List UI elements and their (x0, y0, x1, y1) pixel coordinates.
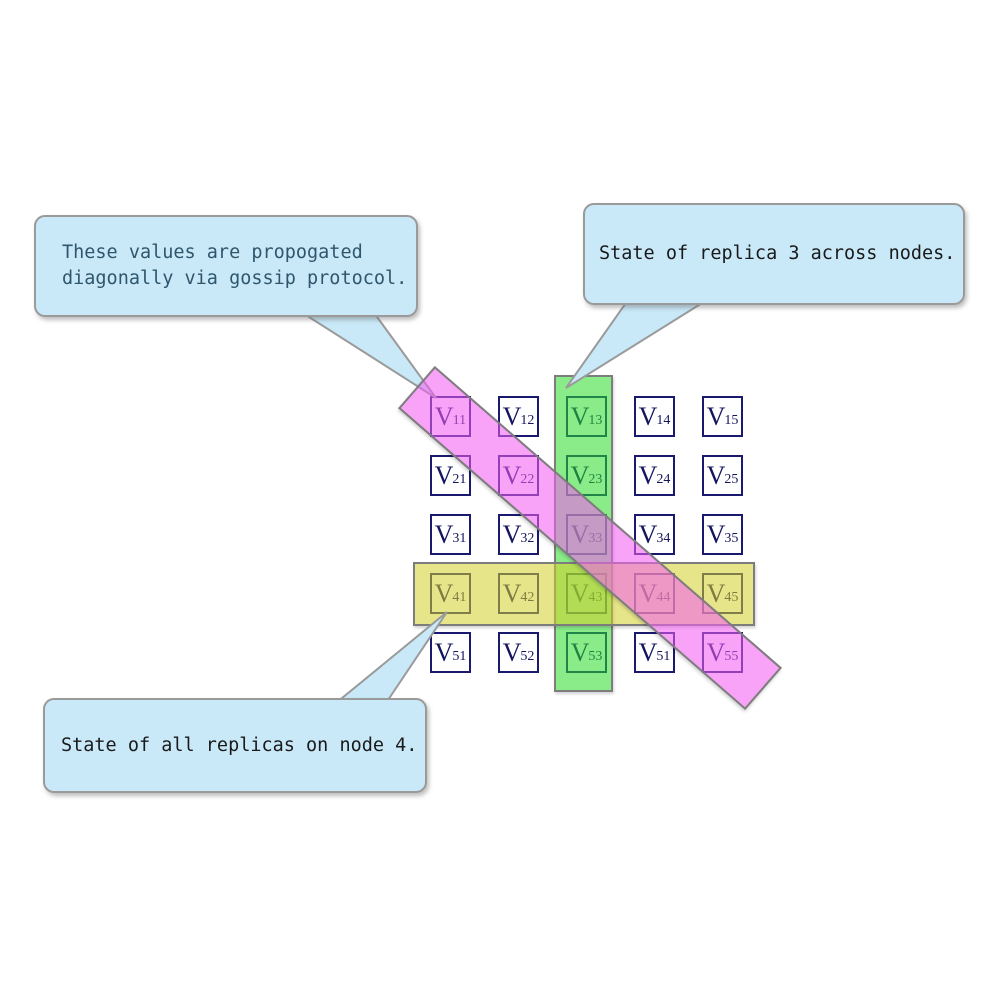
node4-callout: State of all replicas on node 4. (43, 698, 427, 793)
cell-symbol: V (706, 401, 726, 431)
cell-subscript: 34 (656, 530, 671, 546)
replica3-callout: State of replica 3 across nodes. (583, 203, 965, 305)
callout-text-line: These values are propogated (62, 242, 363, 263)
callout-text-line: State of all replicas on node 4. (61, 734, 418, 756)
cell-symbol: V (502, 519, 522, 549)
cell-symbol: V (502, 637, 522, 667)
cell-symbol: V (434, 637, 454, 667)
cell-subscript: 15 (724, 412, 739, 428)
cell-symbol: V (638, 401, 658, 431)
cell-subscript: 14 (656, 412, 671, 428)
cell-subscript: 35 (724, 530, 739, 546)
cell-subscript: 51 (656, 648, 671, 664)
gossip-callout: These values are propogated diagonally vi… (34, 215, 418, 317)
cell-symbol: V (706, 519, 726, 549)
cell-symbol: V (638, 460, 658, 490)
callout-text-line: State of replica 3 across nodes. (599, 243, 956, 264)
cell-subscript: 51 (452, 648, 467, 664)
cell-subscript: 32 (520, 530, 535, 546)
cell-symbol: V (434, 519, 454, 549)
cell-symbol: V (638, 637, 658, 667)
gossip-callout-tail (294, 309, 437, 399)
callout-text-line: diagonally via gossip protocol. (62, 268, 408, 289)
cell-symbol: V (502, 401, 522, 431)
cell-subscript: 31 (452, 530, 467, 546)
cell-subscript: 21 (452, 471, 467, 487)
cell-subscript: 52 (520, 648, 535, 664)
cell-subscript: 12 (520, 412, 535, 428)
cell-symbol: V (434, 460, 454, 490)
cell-symbol: V (638, 519, 658, 549)
cell-subscript: 24 (656, 471, 671, 487)
cell-symbol: V (706, 460, 726, 490)
cell-subscript: 25 (724, 471, 739, 487)
